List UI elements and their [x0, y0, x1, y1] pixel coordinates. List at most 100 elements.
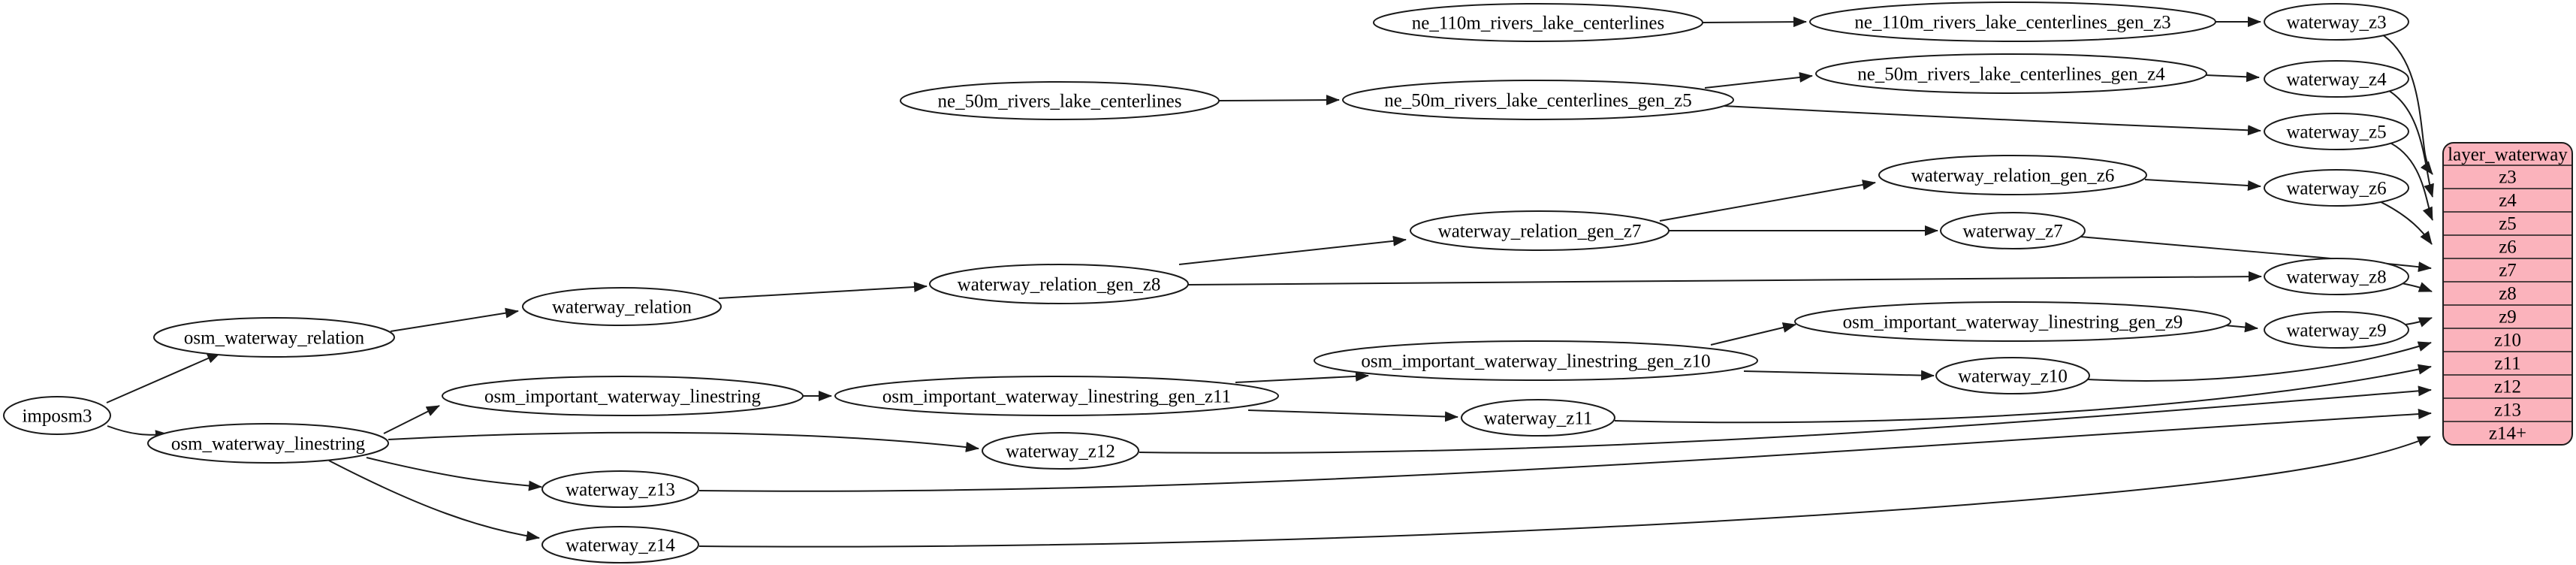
node-label: waterway_relation_gen_z8 [958, 275, 1161, 295]
node-osm_important_waterway_linestring: osm_important_waterway_linestring [442, 376, 804, 416]
table-row-label: z8 [2499, 284, 2517, 304]
node-ne_110m_rivers_lake_centerlines: ne_110m_rivers_lake_centerlines [1373, 3, 1703, 42]
node-label: waterway_z5 [2286, 122, 2386, 143]
edge-osm_waterway_linestring-waterway_z12 [388, 431, 979, 452]
node-osm_important_waterway_linestring_gen_z10: osm_important_waterway_linestring_gen_z1… [1314, 340, 1758, 381]
edge-waterway_z7-row_z7 [2080, 236, 2432, 273]
edge-gen_z9-waterway_z9 [2224, 322, 2258, 333]
table-row-label: z12 [2494, 377, 2521, 397]
node-waterway_z12: waterway_z12 [982, 432, 1139, 470]
edge-osm_waterway_relation-waterway_relation [390, 307, 519, 332]
node-label: ne_50m_rivers_lake_centerlines_gen_z5 [1384, 91, 1692, 111]
edge-imposm3-osm_waterway_linestring [107, 425, 169, 441]
edge-ne_50m_gen_z4-waterway_z4 [2205, 71, 2260, 83]
edge-waterway_z9-row_z9 [2405, 317, 2433, 328]
edge-osm_waterway_linestring-waterway_z14 [328, 460, 540, 542]
node-osm_waterway_relation: osm_waterway_relation [153, 317, 395, 358]
table-background [2442, 142, 2573, 446]
edge-waterway_relation_gen_z8-waterway_relation_gen_z7 [1178, 235, 1407, 265]
edge-osm_waterway_linestring-osm_important_waterway_linestring [383, 405, 440, 434]
table-row-label: z7 [2499, 261, 2517, 281]
node-label: osm_waterway_linestring [171, 434, 366, 455]
table-row-label: z10 [2494, 331, 2521, 351]
edge-gen_z11-waterway_z11 [1247, 409, 1458, 422]
node-waterway_relation_gen_z6: waterway_relation_gen_z6 [1878, 155, 2147, 195]
node-waterway_z4: waterway_z4 [2264, 60, 2409, 98]
node-label: waterway_relation_gen_z7 [1438, 222, 1642, 242]
node-osm_important_waterway_linestring_gen_z11: osm_important_waterway_linestring_gen_z1… [834, 376, 1279, 416]
edge-waterway_relation_gen_z8-waterway_z8 [1187, 271, 2262, 286]
edge-waterway_z6-row_z6 [2372, 198, 2433, 245]
node-label: ne_110m_rivers_lake_centerlines_gen_z3 [1854, 13, 2170, 33]
node-label: waterway_relation [552, 298, 692, 318]
node-label: ne_110m_rivers_lake_centerlines [1412, 14, 1664, 34]
node-waterway_z5: waterway_z5 [2264, 113, 2409, 150]
node-waterway_z13: waterway_z13 [541, 470, 699, 508]
node-osm_waterway_linestring: osm_waterway_linestring [147, 423, 389, 464]
node-label: waterway_z7 [1962, 222, 2062, 242]
node-waterway_z14: waterway_z14 [541, 526, 699, 563]
edge-ne_50m_gen_z5-waterway_z5 [1723, 105, 2261, 136]
table-row-label: z5 [2499, 214, 2517, 234]
node-label: waterway_z13 [566, 480, 675, 500]
edge-waterway_z14-row_z14plus [698, 436, 2431, 548]
edge-ne_50m_gen_z5-ne_50m_gen_z4 [1704, 72, 1813, 89]
node-label: osm_waterway_relation [184, 328, 365, 349]
node-waterway_z6: waterway_z6 [2264, 169, 2409, 207]
edge-gen_z11-gen_z10 [1235, 370, 1369, 383]
edge-waterway_relation_gen_z7-waterway_relation_gen_z6 [1659, 180, 1876, 222]
edge-gen_z10-gen_z9 [1710, 322, 1796, 346]
edge-gen_z10-waterway_z10 [1743, 370, 1935, 381]
edge-waterway_z3-row_z3 [2381, 34, 2433, 175]
node-ne_50m_rivers_lake_centerlines_gen_z5: ne_50m_rivers_lake_centerlines_gen_z5 [1342, 80, 1734, 120]
node-label: waterway_z11 [1484, 409, 1593, 429]
edge-ne_110m-ne_110m_gen_z3 [1702, 17, 1807, 28]
node-label: waterway_z8 [2286, 267, 2386, 288]
table-title: layer_waterway [2448, 145, 2568, 165]
node-waterway_z3: waterway_z3 [2264, 3, 2409, 41]
edge-ne_50m-ne_50m_gen_z5 [1218, 95, 1340, 106]
edge-waterway_z13-row_z13 [698, 409, 2432, 492]
node-label: waterway_z10 [1958, 367, 2068, 387]
node-waterway_z11: waterway_z11 [1461, 399, 1615, 437]
node-waterway_z10: waterway_z10 [1935, 357, 2090, 394]
table-row-label: z4 [2499, 191, 2517, 211]
edge-imposm3-osm_waterway_relation [106, 352, 221, 403]
node-label: waterway_z6 [2286, 179, 2386, 199]
node-label: waterway_relation_gen_z6 [1911, 166, 2115, 186]
node-label: imposm3 [22, 406, 92, 427]
node-waterway_z8: waterway_z8 [2264, 258, 2409, 295]
table-row-label: z14+ [2489, 424, 2526, 444]
edge-waterway_z8-row_z8 [2401, 282, 2433, 292]
edge-waterway_relation-waterway_relation_gen_z8 [718, 281, 928, 299]
table-row-label: z11 [2494, 354, 2520, 374]
node-waterway_z7: waterway_z7 [1940, 212, 2086, 249]
table-row-label: z9 [2499, 307, 2517, 328]
node-ne_110m_rivers_lake_centerlines_gen_z3: ne_110m_rivers_lake_centerlines_gen_z3 [1809, 2, 2216, 42]
edge-waterway_z4-row_z4 [2384, 88, 2434, 198]
table-row-label: z3 [2499, 168, 2517, 188]
edge-waterway_z5-row_z5 [2386, 140, 2433, 221]
edge-waterway_relation_gen_z6-waterway_z6 [2144, 179, 2261, 191]
node-label: waterway_z9 [2286, 321, 2386, 341]
node-ne_50m_rivers_lake_centerlines_gen_z4: ne_50m_rivers_lake_centerlines_gen_z4 [1815, 53, 2207, 94]
table-row-label: z6 [2499, 237, 2517, 258]
node-label: osm_important_waterway_linestring_gen_z1… [882, 387, 1231, 407]
node-label: ne_50m_rivers_lake_centerlines_gen_z4 [1857, 65, 2165, 85]
nodes: imposm3 osm_waterway_relation osm_waterw… [3, 2, 2409, 563]
edge-osm_waterway_linestring-waterway_z13 [366, 457, 542, 491]
node-imposm3: imposm3 [3, 396, 111, 435]
node-waterway_z9: waterway_z9 [2264, 311, 2409, 349]
node-label: waterway_z12 [1006, 442, 1115, 462]
node-label: waterway_z3 [2286, 13, 2386, 33]
edges [106, 17, 2434, 548]
node-label: osm_important_waterway_linestring_gen_z9 [1843, 313, 2183, 333]
node-waterway_relation_gen_z7: waterway_relation_gen_z7 [1410, 210, 1670, 251]
node-label: waterway_z14 [566, 536, 675, 556]
node-osm_important_waterway_linestring_gen_z9: osm_important_waterway_linestring_gen_z9 [1794, 301, 2231, 342]
node-label: ne_50m_rivers_lake_centerlines [938, 92, 1182, 112]
table-row-label: z13 [2494, 400, 2521, 421]
node-label: osm_important_waterway_linestring_gen_z1… [1361, 352, 1710, 372]
